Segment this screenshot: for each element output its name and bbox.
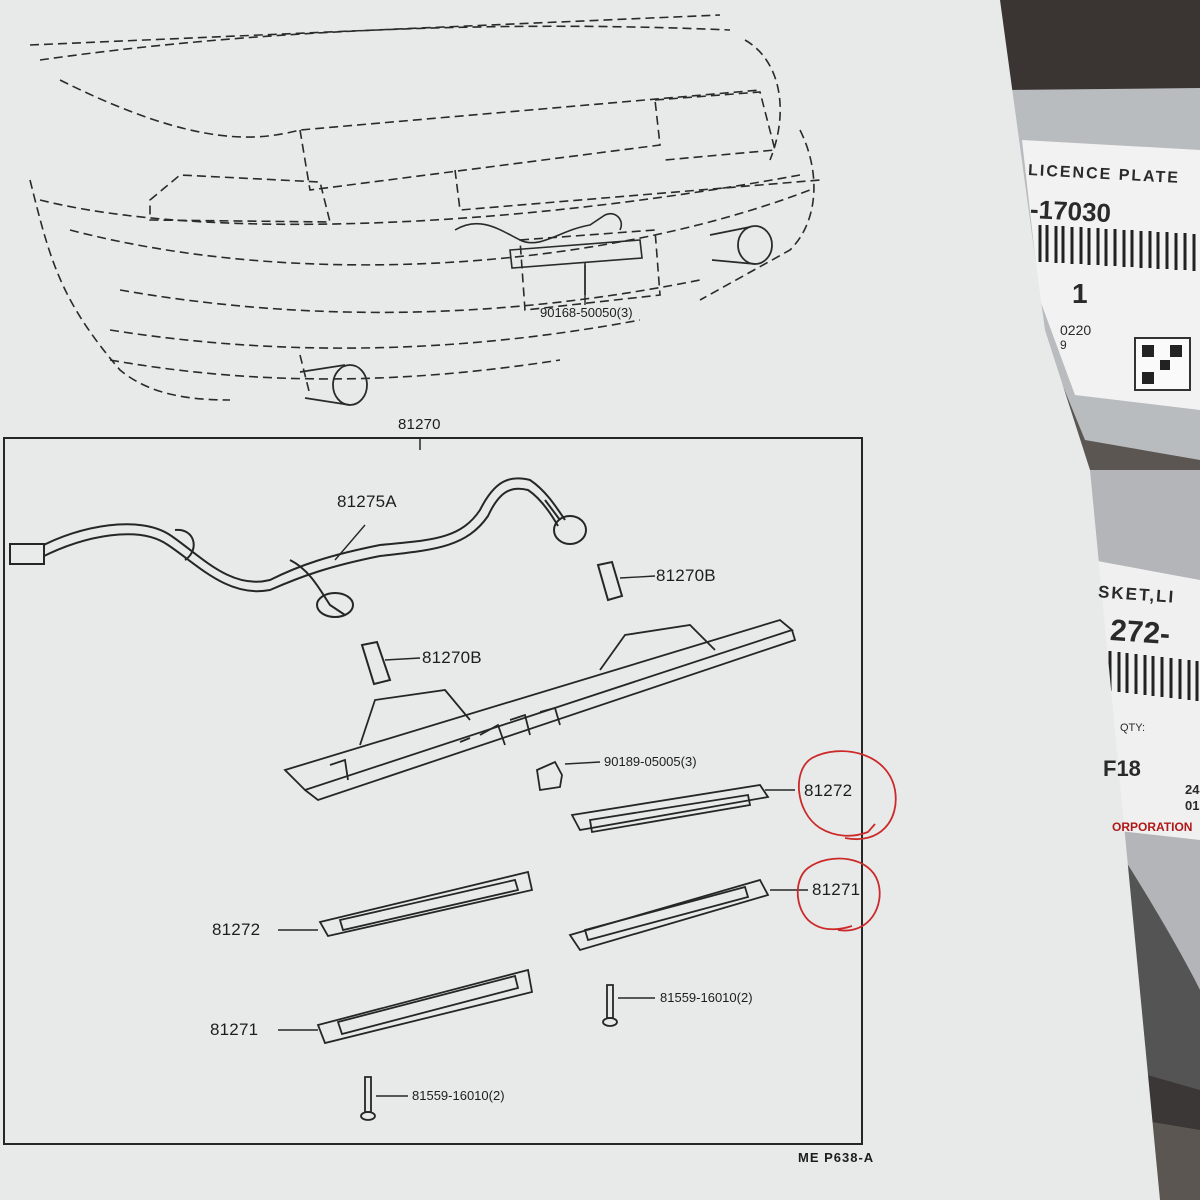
lens-left	[318, 870, 534, 938]
package-bottom-part: 272-	[1108, 613, 1172, 652]
lamp-base	[283, 618, 797, 802]
package-top-code-a: 0220	[1060, 322, 1092, 338]
assembly-label: 81270	[398, 416, 441, 433]
dark-corner	[980, 0, 1200, 90]
package-bottom-qty-value: F18	[1103, 756, 1141, 781]
bulb-left-label: 81270B	[422, 648, 482, 667]
bulb-right-label: 81270B	[656, 566, 716, 585]
lens-right	[570, 784, 770, 834]
gasket-right-label: 81271	[812, 880, 861, 899]
harness-81275A	[9, 477, 624, 686]
package-top-qty: 1	[1072, 278, 1088, 309]
package-top-code-b: 9	[1060, 338, 1067, 352]
paper-sheet	[0, 0, 1160, 1200]
parts-box	[3, 437, 863, 1145]
car-fastener-label: 90168-50050(3)	[540, 305, 633, 320]
package-bottom-code-b: 01	[1185, 798, 1200, 813]
package-bottom	[1075, 470, 1200, 1130]
lens-right-label: 81272	[804, 781, 853, 800]
car-rear-illustration	[29, 14, 821, 401]
package-top	[1010, 88, 1200, 460]
gasket-right	[568, 878, 770, 952]
lens-left-label: 81272	[212, 920, 261, 939]
package-bottom-corp: ORPORATION	[1112, 820, 1193, 834]
screw-right-label: 81559-16010(2)	[660, 990, 753, 1005]
package-bottom-code-a: 24	[1185, 782, 1200, 797]
page-code: ME P638-A	[798, 1150, 875, 1165]
package-top-part: -17030	[1029, 193, 1112, 229]
harness-label: 81275A	[337, 492, 397, 511]
gasket-left-label: 81271	[210, 1020, 259, 1039]
clip-icon	[536, 760, 563, 792]
exhaust-pipes	[299, 225, 773, 406]
screw-icons	[360, 984, 618, 1121]
leader-lines	[278, 265, 808, 1097]
screw-left-label: 81559-16010(2)	[412, 1088, 505, 1103]
red-circle-marks	[796, 750, 897, 932]
package-bottom-qty-label: QTY:	[1120, 722, 1146, 734]
clip-label: 90189-05005(3)	[604, 754, 697, 769]
gasket-left	[316, 968, 534, 1045]
